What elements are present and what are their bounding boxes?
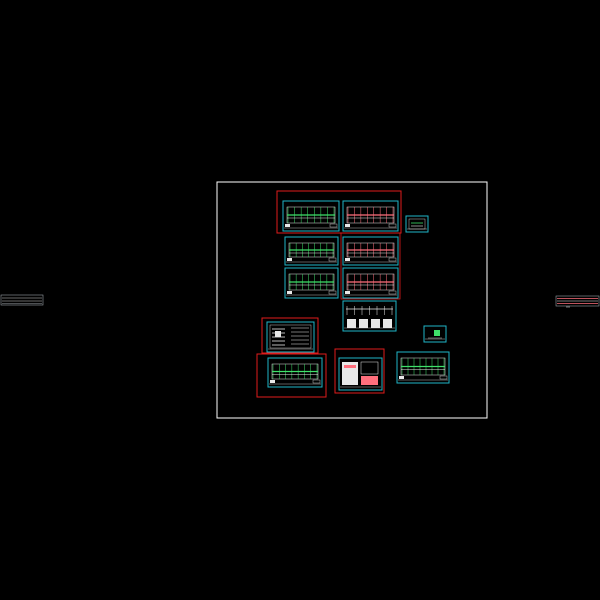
sheet-elevation[interactable] xyxy=(342,300,397,332)
highlight-right-column xyxy=(340,232,401,300)
sheet-plan-2[interactable] xyxy=(342,200,399,232)
sheet-plan-8[interactable] xyxy=(396,351,450,384)
sheet-legend[interactable] xyxy=(405,215,429,233)
sheet-plan-6[interactable] xyxy=(342,267,399,299)
drawing-sheets[interactable] xyxy=(266,200,450,391)
sheet-plan-3[interactable] xyxy=(284,236,339,266)
sheet-boundary[interactable] xyxy=(216,181,488,419)
highlight-notes-sheet xyxy=(334,348,385,394)
highlight-top-row xyxy=(276,190,402,234)
right-detail-strip[interactable] xyxy=(555,295,600,308)
left-detail-strip[interactable] xyxy=(0,294,44,306)
sheet-plan-1[interactable] xyxy=(282,200,340,232)
highlight-plan-sheet xyxy=(256,353,327,398)
sheet-notes[interactable] xyxy=(338,357,383,391)
sheet-plan-4[interactable] xyxy=(342,236,399,266)
sheet-detail[interactable] xyxy=(266,321,315,353)
sheet-key[interactable] xyxy=(423,325,447,343)
sheet-plan-7[interactable] xyxy=(267,357,323,388)
sheet-plan-5[interactable] xyxy=(284,267,339,299)
highlight-detail-sheet xyxy=(261,317,319,354)
selection-highlights xyxy=(256,190,402,398)
